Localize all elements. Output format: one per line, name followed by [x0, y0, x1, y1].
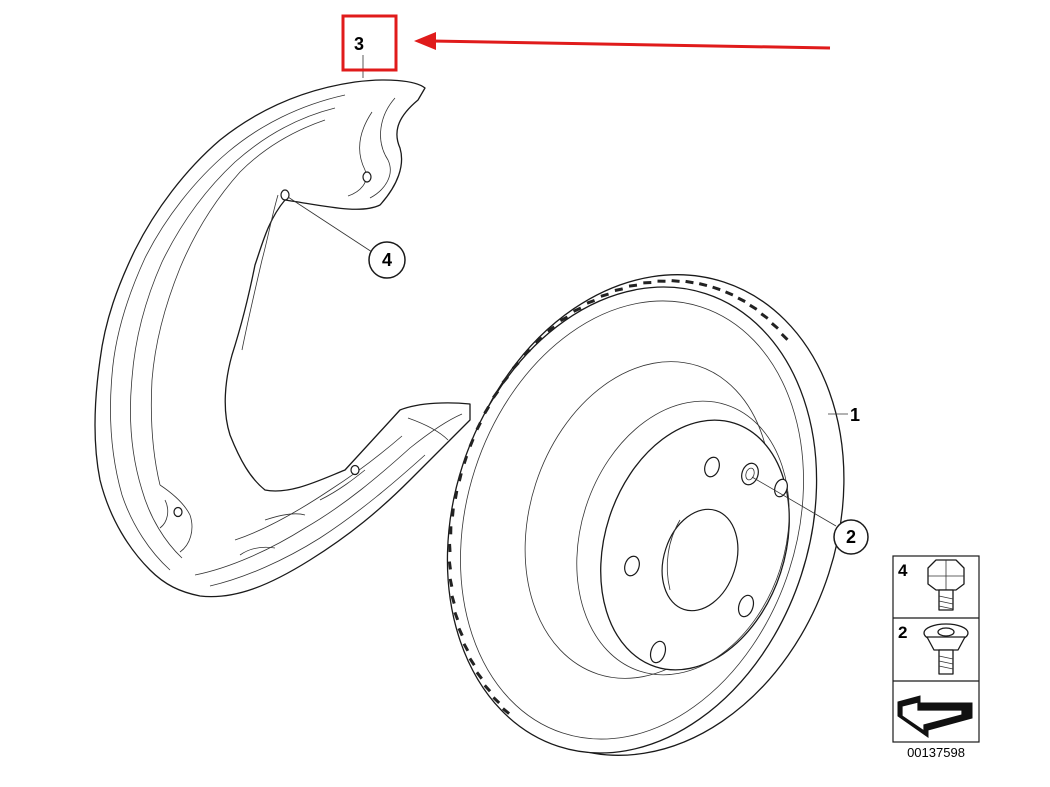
leader-lines	[287, 55, 848, 527]
vent-slot	[449, 526, 453, 535]
hex-bolt-icon	[927, 559, 965, 611]
torx-screw-icon	[923, 623, 969, 675]
vent-slot	[492, 390, 500, 399]
legend-item-2: 2	[898, 623, 969, 675]
vent-slot	[511, 361, 520, 370]
vent-slot	[628, 283, 638, 288]
vent-slot	[451, 508, 455, 517]
vent-slot	[770, 322, 779, 330]
vent-slot	[457, 472, 463, 482]
vent-slot	[614, 287, 624, 292]
vent-slot	[671, 279, 680, 283]
vent-slot	[657, 279, 666, 283]
svg-text:1: 1	[850, 405, 860, 425]
dust-shield	[94, 79, 471, 598]
vent-slot	[501, 375, 510, 384]
highlight-arrow-shaft	[431, 39, 831, 50]
highlight-annotation	[341, 14, 831, 72]
vent-slot	[522, 348, 531, 357]
highlight-arrowhead	[414, 32, 436, 50]
disc-vents	[447, 279, 789, 715]
vent-slot	[492, 696, 501, 705]
vent-slot	[448, 578, 454, 588]
legend-item-4: 4	[898, 559, 965, 611]
vent-slot	[475, 421, 482, 431]
vent-slot	[572, 306, 582, 313]
direction-arrow-icon	[897, 695, 973, 738]
vent-slot	[586, 299, 596, 305]
svg-text:3: 3	[354, 34, 364, 54]
svg-text:4: 4	[898, 561, 908, 580]
vent-slot	[475, 671, 483, 680]
callout-part-2: 2	[833, 519, 869, 555]
parts-legend: 4 2	[892, 555, 980, 743]
vent-slot	[643, 280, 652, 285]
vent-slot	[468, 438, 475, 448]
vent-slot	[559, 315, 569, 323]
vent-slot	[483, 684, 492, 693]
vent-slot	[468, 657, 476, 666]
vent-slot	[447, 561, 452, 570]
vent-slot	[448, 543, 452, 553]
vent-slot	[724, 290, 734, 297]
vent-slot	[453, 611, 460, 621]
vent-slot	[712, 285, 721, 292]
reference-number: 00137598	[907, 745, 965, 760]
vent-slot	[546, 325, 556, 333]
svg-text:4: 4	[382, 250, 392, 270]
vent-slot	[450, 595, 456, 604]
svg-text:2: 2	[898, 623, 907, 642]
vent-slot	[685, 279, 694, 285]
vent-slot	[760, 312, 769, 320]
vent-slot	[453, 490, 459, 499]
vent-slot	[780, 333, 789, 341]
brake-disc	[446, 274, 845, 756]
vent-slot	[457, 627, 464, 637]
svg-text:2: 2	[846, 527, 856, 547]
highlight-box	[341, 14, 398, 72]
vent-slot	[501, 707, 511, 715]
vent-slot	[483, 405, 491, 415]
vent-slot	[749, 303, 758, 311]
callout-part-3: 3	[354, 34, 364, 54]
vent-slot	[462, 455, 469, 465]
vent-slot	[462, 643, 470, 652]
vent-slot	[534, 336, 543, 344]
vent-slot	[698, 282, 708, 288]
vent-slot	[737, 296, 746, 303]
callout-part-4: 4	[368, 241, 406, 279]
callout-part-1: 1	[850, 405, 860, 425]
vent-slot	[600, 292, 609, 298]
